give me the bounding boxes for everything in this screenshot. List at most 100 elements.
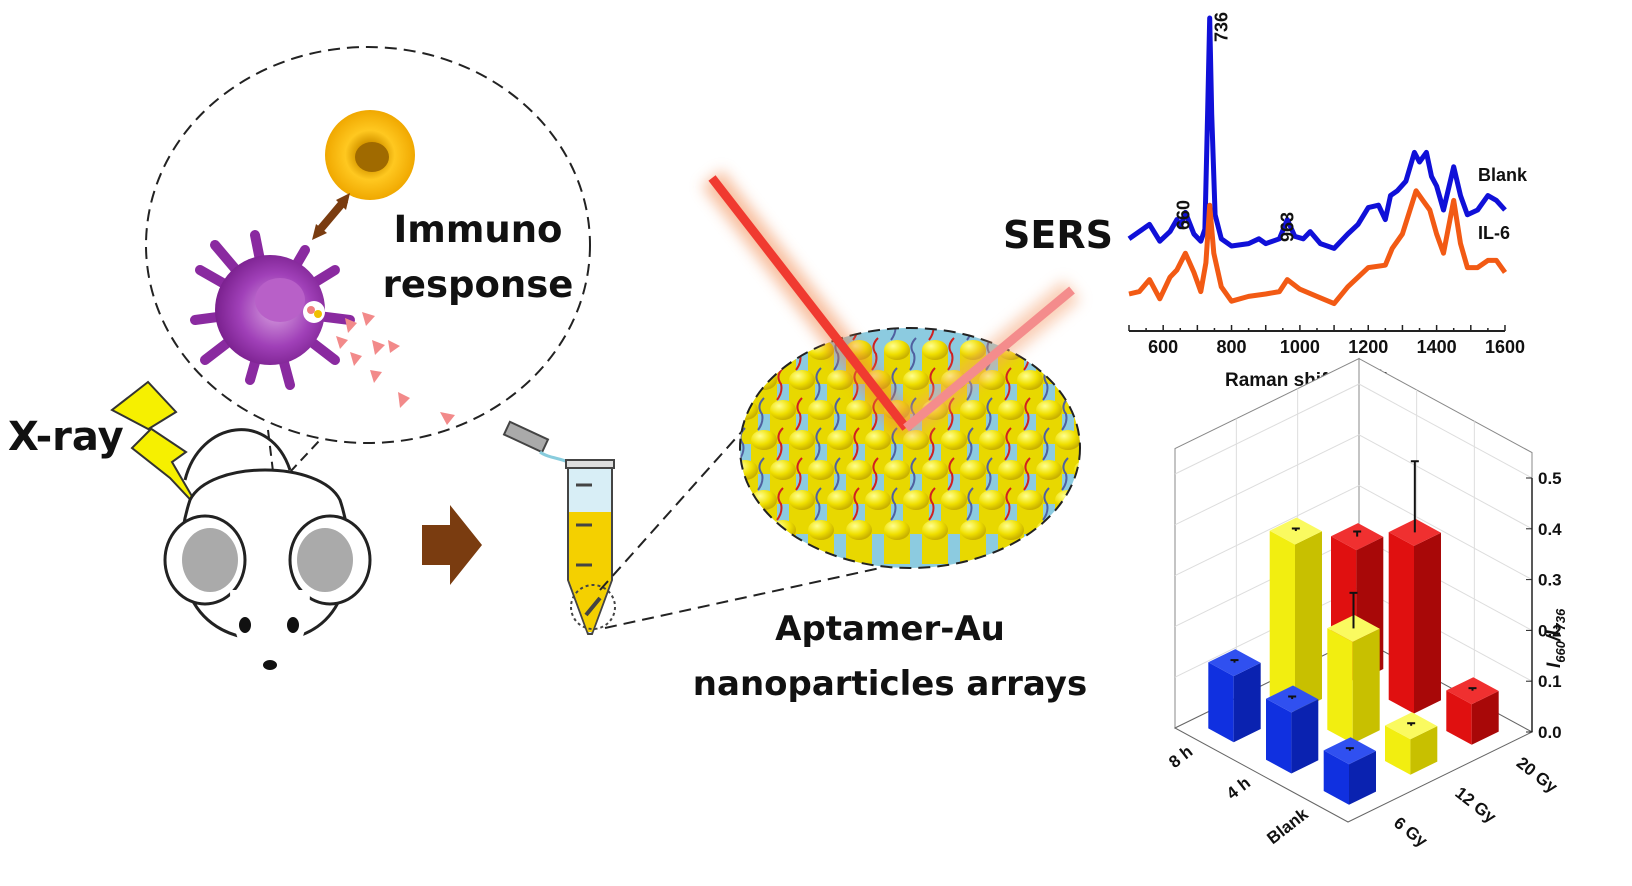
au-nanoparticle	[789, 370, 815, 390]
gridline	[1174, 383, 1360, 475]
dendritic-cell-icon	[190, 230, 355, 390]
au-nanoparticle	[751, 490, 777, 510]
aptamer-strand	[1061, 397, 1069, 431]
bar-right-face	[1352, 628, 1380, 744]
au-nanoparticle	[941, 490, 967, 510]
au-nanoparticle	[770, 340, 796, 360]
scattered-laser	[903, 286, 1075, 432]
au-nanoparticle	[808, 400, 834, 420]
au-nanoparticle	[1093, 430, 1119, 450]
au-nanopillar	[1074, 530, 1080, 564]
process-arrow-icon	[422, 505, 482, 585]
au-nanoparticle	[1055, 430, 1080, 450]
au-nanoparticle	[1093, 370, 1119, 390]
aptamer-strand	[1023, 397, 1031, 431]
au-nanoparticle	[998, 400, 1024, 420]
cytokine-triangles	[336, 312, 455, 425]
bar-20gy-blank	[1446, 677, 1499, 745]
aptamer-strand	[985, 397, 993, 431]
au-nanoparticle	[1017, 370, 1043, 390]
aptamer-strand	[1004, 487, 1012, 521]
dose-label: 6 Gy	[1390, 813, 1431, 851]
au-nanoparticle	[922, 340, 948, 360]
immuno-label-line2: response	[383, 263, 574, 306]
lymphocyte-cell-icon	[325, 110, 415, 200]
aptamer-strand	[852, 487, 860, 521]
aptamer-strand	[814, 427, 822, 461]
au-nanoparticle	[846, 400, 872, 420]
au-nanoparticle	[1074, 400, 1080, 420]
bar-right-face	[1471, 691, 1499, 745]
aptamer-strand	[776, 487, 784, 521]
au-nanoparticle	[960, 460, 986, 480]
aptamer-strand	[776, 367, 784, 401]
dose-label: 20 Gy	[1513, 753, 1562, 797]
bar-right-face	[1233, 662, 1261, 743]
bar-top-face	[1388, 518, 1441, 546]
au-nanoparticle	[922, 460, 948, 480]
au-nanoparticle	[846, 520, 872, 540]
au-nanoparticle	[903, 490, 929, 510]
legend-label: IL-6	[1478, 223, 1510, 243]
aptamer-strand	[814, 367, 822, 401]
au-nanoparticle	[770, 400, 796, 420]
au-nanoparticle	[884, 460, 910, 480]
aptamer-strand	[1081, 488, 1087, 520]
gridline	[1358, 434, 1533, 530]
au-nanoparticle	[740, 520, 758, 540]
bar-left-face	[1266, 698, 1292, 774]
au-nanoparticle	[751, 430, 777, 450]
immuno-label-line1: Immuno	[394, 208, 563, 251]
lightning-bolt-icon	[110, 380, 201, 511]
aptamer-strand	[947, 457, 955, 491]
bar-20gy-4h	[1388, 460, 1441, 714]
aptamer-strand	[966, 427, 974, 461]
bar-12gy-4h	[1327, 591, 1380, 744]
au-nanoparticle	[865, 490, 891, 510]
bar-right-face	[1291, 699, 1319, 774]
aptamer-strand	[740, 487, 746, 521]
aptamer-strand	[740, 328, 746, 341]
au-nanoparticle	[922, 520, 948, 540]
peak-label: 660	[1174, 200, 1194, 230]
au-nanoparticle	[865, 430, 891, 450]
x-tick-label: 1600	[1485, 337, 1525, 357]
au-nanoparticle	[827, 370, 853, 390]
aptamer-strand	[1100, 458, 1106, 490]
bar-right-face	[1349, 751, 1376, 805]
gridline	[1174, 586, 1360, 678]
aptamer-strand	[757, 457, 765, 491]
bar-left-face	[1327, 628, 1353, 744]
incident-laser	[708, 175, 910, 431]
au-nanopillar	[1036, 530, 1062, 564]
au-nanoparticle	[740, 400, 758, 420]
au-nanoparticle	[884, 520, 910, 540]
aptamer-strand	[795, 457, 803, 491]
au-nanoparticle	[751, 370, 777, 390]
au-nanoparticle	[1074, 340, 1080, 360]
x-tick-label: 800	[1217, 337, 1247, 357]
au-nanopillar	[1074, 350, 1080, 384]
bar-left-face	[1323, 750, 1349, 805]
xray-label: X-ray	[8, 414, 124, 460]
aptamer-strand	[757, 337, 765, 371]
z-tick-label: 0.3	[1538, 571, 1562, 590]
aptamer-strand	[852, 427, 860, 461]
aptamer-strand	[833, 457, 841, 491]
aptamer-strand	[947, 337, 955, 371]
bar-right-face	[1295, 531, 1322, 713]
array-label-line2: nanoparticles arrays	[693, 664, 1087, 704]
bar-top-face	[1446, 677, 1499, 705]
series-line-blank	[1127, 15, 1507, 251]
aptamer-strand	[795, 397, 803, 431]
aptamer-strand	[871, 337, 879, 371]
aptamer-strand	[1061, 337, 1069, 371]
aptamer-strand	[1042, 427, 1050, 461]
au-nanoparticle	[789, 490, 815, 510]
au-nanopillar	[1093, 380, 1119, 414]
bar-top-face	[1331, 523, 1384, 551]
time-label: 8 h	[1165, 742, 1196, 772]
au-nanoparticle	[1055, 370, 1080, 390]
